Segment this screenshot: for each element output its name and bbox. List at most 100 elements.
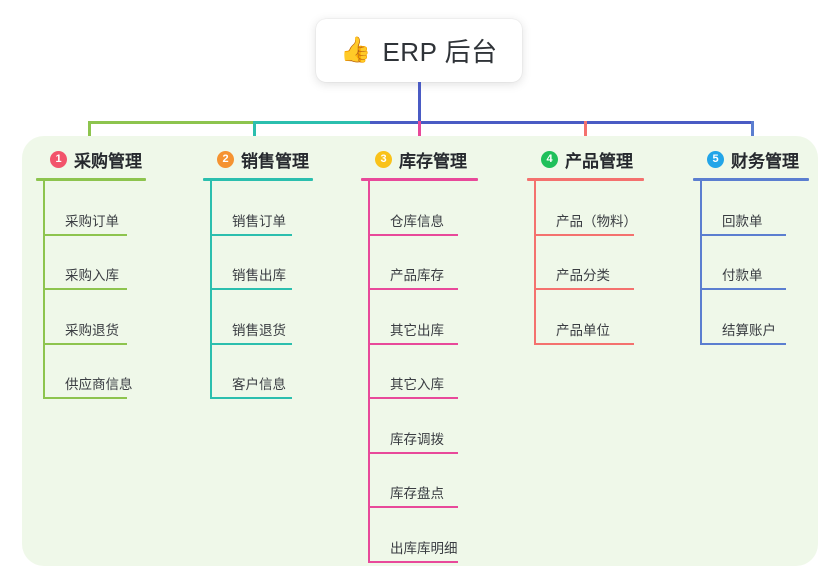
- connector-drop-4: [584, 121, 587, 147]
- list-item-label: 采购入库: [65, 268, 119, 283]
- list-item[interactable]: 付款单: [700, 236, 786, 290]
- branch-panel: [22, 136, 818, 566]
- list-item[interactable]: 采购入库: [43, 236, 127, 290]
- list-item[interactable]: 销售订单: [210, 181, 292, 236]
- list-item-label: 产品库存: [390, 268, 444, 283]
- column-badge-5: 5: [707, 150, 724, 168]
- list-item[interactable]: 产品单位: [534, 290, 634, 345]
- column-title-2: 销售管理: [241, 151, 309, 171]
- column-title-5: 财务管理: [731, 151, 799, 171]
- list-item-label: 采购退货: [65, 322, 119, 338]
- list-item-label: 客户信息: [232, 377, 286, 392]
- list-item[interactable]: 产品（物料）: [534, 181, 637, 236]
- list-item-underline: [43, 397, 127, 399]
- column-underline-1: [36, 178, 146, 181]
- list-item[interactable]: 结算账户: [700, 290, 786, 345]
- column-title-3: 库存管理: [399, 151, 467, 171]
- list-item[interactable]: 客户信息: [210, 345, 292, 399]
- list-item[interactable]: 采购退货: [43, 290, 127, 345]
- connector-trunk-vertical: [418, 82, 421, 123]
- list-item-label: 其它入库: [390, 377, 444, 392]
- list-item-underline: [534, 342, 634, 345]
- list-item[interactable]: 回款单: [700, 181, 786, 236]
- column-underline-3: [361, 178, 478, 181]
- connector-bus-segment-3: [370, 121, 420, 124]
- root-node-erp-backend[interactable]: 👍 ERP 后台: [316, 19, 522, 82]
- column-underline-5: [693, 178, 809, 181]
- list-item-underline: [368, 288, 458, 290]
- list-item-label: 结算账户: [722, 322, 776, 338]
- thumbs-up-icon: 👍: [340, 36, 372, 64]
- list-item[interactable]: 产品分类: [534, 236, 634, 290]
- list-item-underline: [700, 288, 786, 290]
- column-badge-1: 1: [50, 150, 67, 168]
- list-item-underline: [534, 288, 634, 290]
- column-1: 1 采购管理采购订单采购入库采购退货供应商信息: [36, 148, 146, 399]
- connector-bus-segment-1: [88, 121, 262, 124]
- list-item-underline: [368, 397, 458, 399]
- list-item[interactable]: 产品库存: [368, 236, 458, 290]
- list-item[interactable]: 供应商信息: [43, 345, 133, 399]
- list-item-underline: [368, 342, 458, 345]
- list-item-label: 仓库信息: [390, 213, 444, 229]
- column-badge-3: 3: [375, 150, 392, 168]
- list-item-underline: [43, 288, 127, 290]
- list-item-underline: [43, 342, 127, 345]
- column-spine-4: [534, 178, 536, 345]
- list-item-label: 产品分类: [556, 268, 610, 283]
- list-item[interactable]: 库存调拨: [368, 399, 458, 454]
- list-item-underline: [368, 506, 458, 508]
- list-item-underline: [368, 560, 458, 563]
- list-item-label: 销售出库: [232, 268, 286, 283]
- list-item-label: 库存调拨: [390, 431, 444, 447]
- column-underline-4: [527, 178, 644, 181]
- column-3: 3 库存管理仓库信息产品库存其它出库其它入库库存调拨库存盘点出库库明细: [361, 148, 478, 563]
- list-item-underline: [700, 233, 786, 236]
- connector-bus-segment-2: [253, 121, 370, 124]
- list-item[interactable]: 其它入库: [368, 345, 458, 399]
- list-item-underline: [368, 451, 458, 454]
- column-underline-2: [203, 178, 313, 181]
- list-item-label: 回款单: [722, 213, 763, 229]
- list-item-label: 出库库明细: [390, 540, 458, 556]
- connector-drop-3: [418, 121, 421, 147]
- column-title-1: 采购管理: [74, 151, 142, 171]
- connector-drop-5: [751, 121, 754, 147]
- list-item-underline: [43, 233, 127, 236]
- list-item-label: 供应商信息: [65, 377, 133, 392]
- column-spine-5: [700, 178, 702, 345]
- list-item[interactable]: 库存盘点: [368, 454, 458, 508]
- list-item-label: 销售订单: [232, 213, 286, 229]
- column-badge-2: 2: [217, 150, 234, 168]
- column-header-1[interactable]: 1 采购管理: [36, 148, 142, 171]
- list-item-underline: [368, 233, 458, 236]
- list-item[interactable]: 仓库信息: [368, 181, 458, 236]
- list-item[interactable]: 采购订单: [43, 181, 127, 236]
- list-item-label: 产品单位: [556, 322, 610, 338]
- list-item-underline: [210, 397, 292, 399]
- list-item[interactable]: 其它出库: [368, 290, 458, 345]
- list-item[interactable]: 出库库明细: [368, 508, 458, 563]
- column-badge-4: 4: [541, 150, 558, 168]
- list-item-underline: [700, 342, 786, 345]
- list-item[interactable]: 销售退货: [210, 290, 292, 345]
- list-item-label: 销售退货: [232, 322, 286, 338]
- list-item[interactable]: 销售出库: [210, 236, 292, 290]
- list-item-underline: [210, 233, 292, 236]
- list-item-label: 采购订单: [65, 213, 119, 229]
- column-header-3[interactable]: 3 库存管理: [361, 148, 467, 171]
- list-item-label: 库存盘点: [390, 486, 444, 501]
- column-header-5[interactable]: 5 财务管理: [693, 148, 799, 171]
- list-item-label: 产品（物料）: [556, 213, 637, 229]
- list-item-underline: [210, 342, 292, 345]
- column-spine-3: [368, 178, 370, 563]
- list-item-underline: [534, 233, 634, 236]
- column-header-2[interactable]: 2 销售管理: [203, 148, 309, 171]
- column-5: 5 财务管理回款单付款单结算账户: [693, 148, 809, 345]
- root-node-title: ERP 后台: [382, 37, 498, 67]
- connector-drop-1: [88, 121, 91, 147]
- connector-drop-2: [253, 121, 256, 147]
